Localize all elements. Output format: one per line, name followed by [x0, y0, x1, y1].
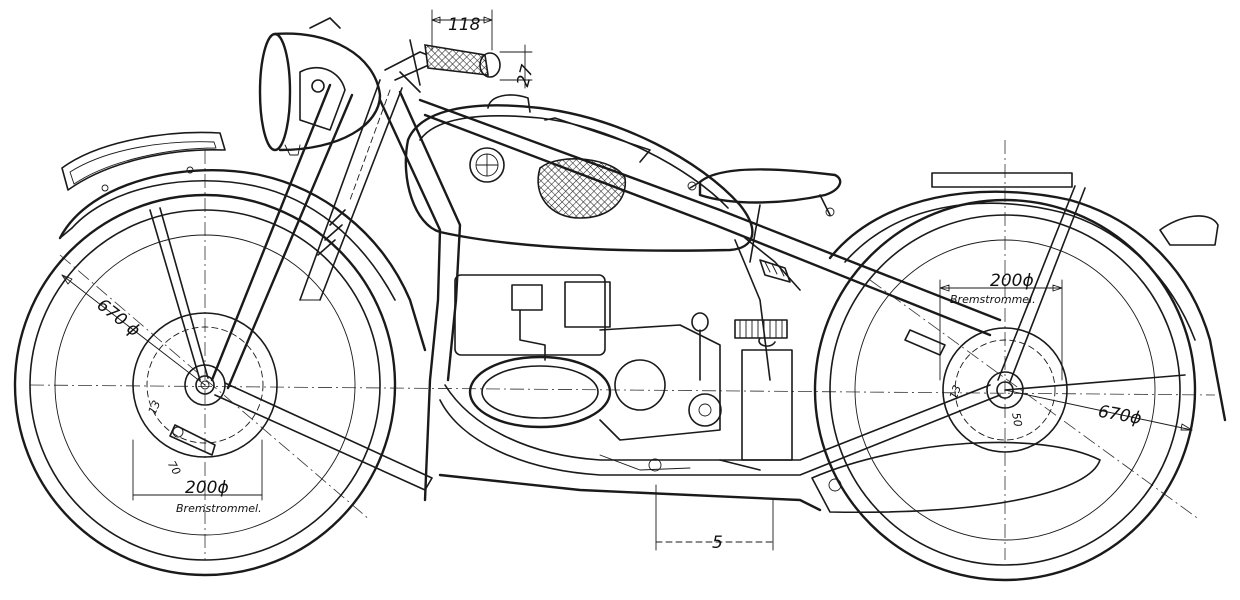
dim-ground: 5 — [655, 484, 774, 553]
dim-rear-brake: 200ϕ Bremstrommel. 13 50 — [939, 271, 1063, 428]
frame — [378, 90, 1002, 502]
rear-mudguard — [828, 172, 1227, 422]
dim-5-label: 5 — [712, 533, 723, 553]
dim-27-label: 27 — [513, 63, 538, 89]
dim-front-brake-text: Bremstrommel. — [176, 502, 262, 515]
dim-rear-670-label: 670ϕ — [1097, 402, 1143, 429]
front-mudguard — [58, 131, 427, 381]
dim-front-200-label: 200ϕ — [185, 478, 229, 498]
dim-grip: 27 — [499, 44, 538, 89]
dim-rear-200-label: 200ϕ — [990, 271, 1034, 291]
dim-front-70-label: 70 — [165, 459, 183, 478]
dim-front-13-label: 13 — [146, 398, 164, 416]
dim-front-670-label: 670 ϕ — [93, 295, 144, 341]
dim-handlebar: 118 — [431, 9, 493, 51]
rear-wheel — [813, 198, 1197, 582]
dim-front-brake: 200ϕ Bremstrommel. 13 70 — [132, 398, 263, 515]
handlebar — [384, 39, 501, 93]
dim-118-label: 118 — [448, 15, 481, 35]
saddle — [687, 168, 842, 263]
engine — [438, 274, 1101, 514]
dim-rear-wheel: 670ϕ — [1004, 389, 1193, 431]
dim-rear-brake-text: Bremstrommel. — [950, 293, 1036, 306]
headlamp — [258, 17, 382, 156]
dim-rear-13-label: 13 — [947, 383, 964, 401]
dim-rear-50-label: 50 — [1009, 412, 1024, 428]
